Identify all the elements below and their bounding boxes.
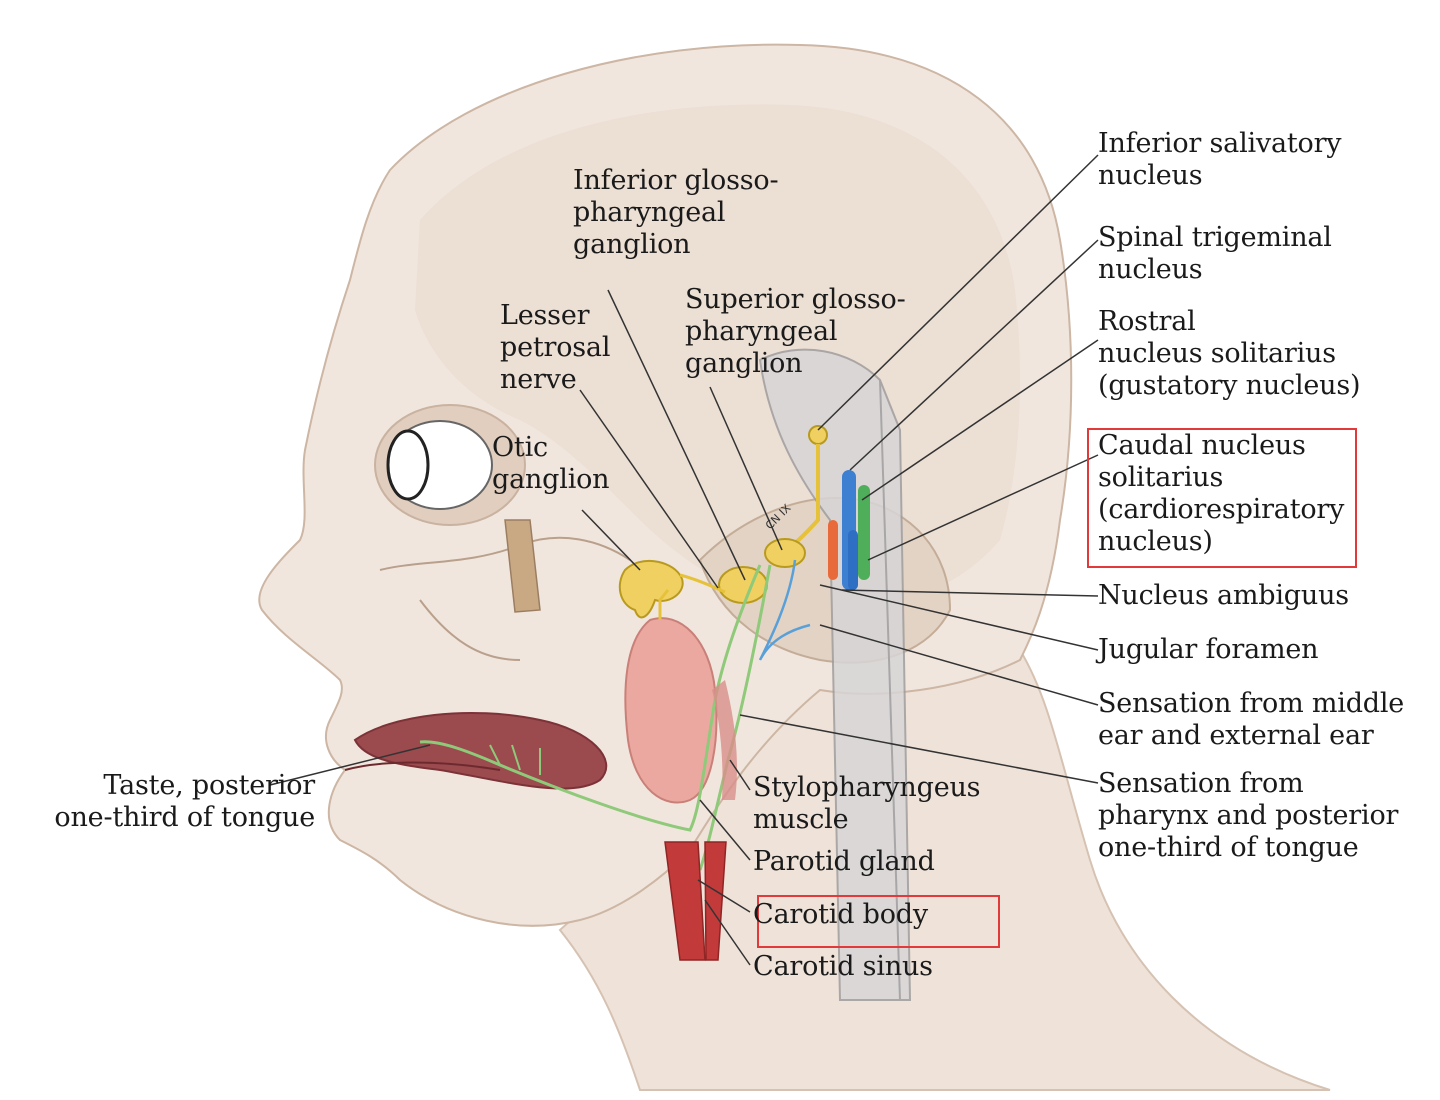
otic-ganglion-shape bbox=[618, 559, 684, 619]
label-jugular-foramen: Jugular foramen bbox=[1098, 634, 1319, 665]
carotid-artery-right bbox=[704, 841, 727, 961]
mouth-line bbox=[344, 761, 501, 771]
nucleus-blue-small bbox=[848, 530, 858, 590]
carotid-artery-left bbox=[664, 841, 706, 961]
tongue-shape bbox=[353, 712, 608, 790]
label-parotid-gland: Parotid gland bbox=[753, 846, 935, 877]
maxilla-line bbox=[419, 599, 521, 661]
styloid-bone bbox=[504, 519, 541, 613]
label-carotid-body: Carotid body bbox=[753, 899, 928, 930]
salivatory-nucleus-dot bbox=[808, 425, 828, 445]
nerve-green-main bbox=[419, 564, 762, 832]
nucleus-green-bar bbox=[858, 485, 870, 580]
superior-ganglion-shape bbox=[764, 538, 806, 568]
brainstem bbox=[758, 348, 912, 1001]
nerve-blue-ear bbox=[758, 559, 811, 661]
leader-lines bbox=[269, 154, 1099, 966]
eye-iris bbox=[386, 429, 430, 501]
parotid-shape bbox=[624, 617, 718, 804]
parotid-duct bbox=[658, 589, 670, 620]
nerve-green-tongue-branch bbox=[489, 744, 541, 775]
stylopharyngeus-shape bbox=[712, 680, 737, 800]
nucleus-orange-bar bbox=[828, 520, 838, 580]
label-nucleus-ambiguus: Nucleus ambiguus bbox=[1098, 580, 1349, 611]
caudal-nucleus-highlight bbox=[1087, 428, 1357, 568]
lesser-petrosal-path bbox=[679, 573, 726, 594]
label-carotid-sinus: Carotid sinus bbox=[753, 951, 933, 982]
inferior-ganglion-shape bbox=[718, 566, 768, 604]
carotid-body-highlight bbox=[757, 895, 1000, 948]
